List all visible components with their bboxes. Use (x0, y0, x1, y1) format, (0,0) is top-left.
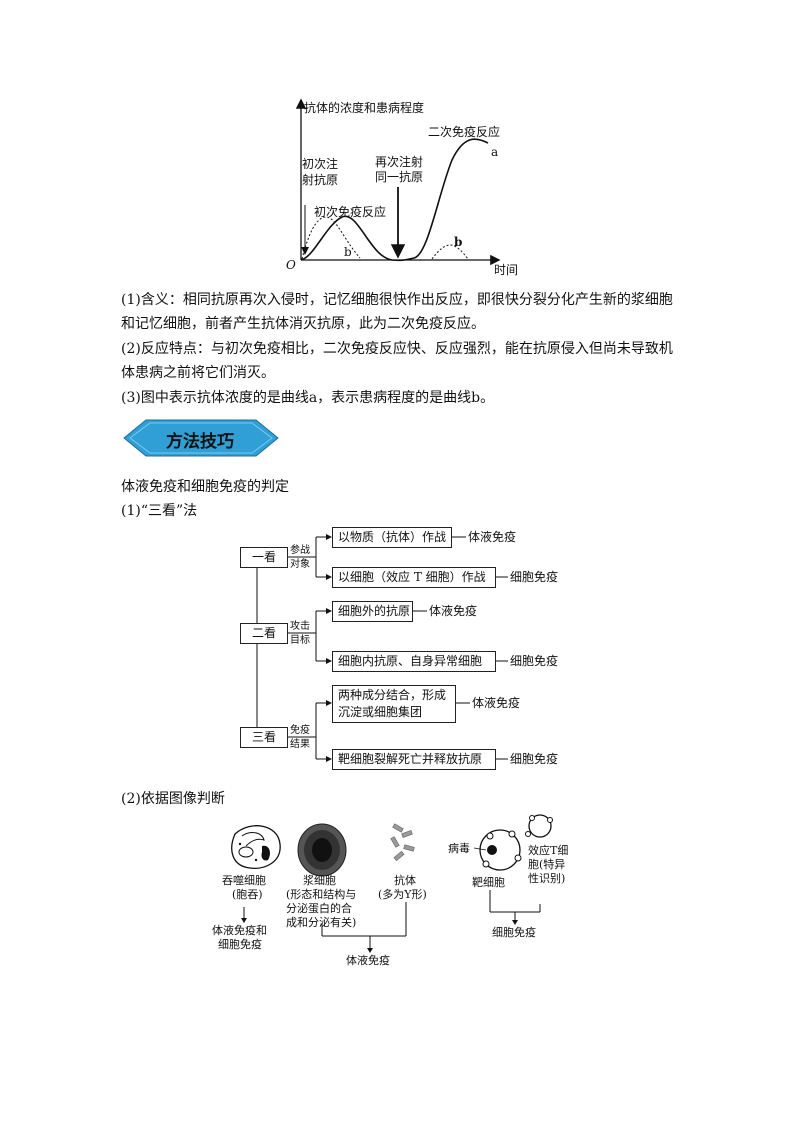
branch-3-result: 体液免疫 (429, 604, 478, 618)
branch-2-result: 细胞免疫 (510, 570, 559, 584)
immune-response-graph: 抗体的浓度和患病程度 时间 O 初次注 射抗原 再次注射 同一抗原 初次免疫反应… (280, 95, 540, 280)
graph-svg (295, 98, 501, 266)
cell-images-svg (231, 814, 553, 953)
phagocyte-result-1: 体液免疫和 (212, 924, 267, 937)
effector-t-label-3: 性识别) (528, 872, 566, 885)
branch-4-result: 细胞免疫 (510, 654, 559, 668)
phagocyte-label-2: (胞吞) (232, 888, 263, 901)
paragraph-1-line-1: (1)含义：相同抗原再次入侵时，记忆细胞很快作出反应，即很快分裂分化产生新的浆细… (121, 292, 673, 308)
three-look-heading: (1)“三看”法 (121, 503, 198, 519)
plasma-cell-label-1: 浆细胞 (303, 874, 336, 887)
look-2-key-1: 攻击 (290, 621, 310, 632)
primary-response-label: 初次免疫反应 (314, 205, 387, 219)
method-tips-banner: 方法技巧 (122, 418, 280, 458)
humoral-immunity-result: 体液免疫 (346, 954, 390, 967)
effector-t-label-1: 效应T细 (528, 844, 569, 857)
second-injection-label-1: 再次注射 (375, 155, 424, 169)
phagocyte-result-2: 细胞免疫 (218, 938, 262, 951)
target-cell-icon (479, 829, 522, 871)
look-3-key-1: 免疫 (290, 725, 310, 736)
look-2-key-2: 目标 (290, 635, 310, 646)
section-title: 体液免疫和细胞免疫的判定 (121, 479, 289, 495)
paragraph-3: (3)图中表示抗体浓度的是曲线a，表示患病程度的是曲线b。 (121, 390, 495, 406)
branch-5-box: 两种成分结合，形成 沉淀或细胞集团 (332, 685, 456, 723)
look-1-key-1: 参战 (290, 545, 310, 556)
plasma-cell-label-2: (形态和结构与 (286, 888, 357, 901)
branch-6-result: 细胞免疫 (510, 752, 559, 766)
antibody-icon (390, 823, 415, 862)
branch-3-box: 细胞外的抗原 (332, 601, 413, 622)
virus-label: 病毒 (448, 842, 470, 855)
paragraph-1-line-2: 和记忆细胞，前者产生抗体消灭抗原，此为二次免疫反应。 (121, 316, 485, 332)
cellular-immunity-result: 细胞免疫 (492, 926, 536, 939)
x-axis-label: 时间 (494, 263, 519, 277)
branch-5-result: 体液免疫 (472, 696, 521, 710)
branch-5-line-1: 两种成分结合，形成 (338, 688, 447, 702)
tree-lines (256, 534, 508, 762)
banner-title: 方法技巧 (166, 432, 234, 452)
image-judgement-heading: (2)依据图像判断 (121, 791, 225, 807)
secondary-response-label: 二次免疫反应 (428, 125, 501, 139)
effector-t-label-2: 胞(特异 (528, 858, 566, 871)
paragraph-2-line-1: (2)反应特点：与初次免疫相比，二次免疫反应快、反应强烈，能在抗原侵入但尚未导致… (121, 341, 673, 357)
branch-1-result: 体液免疫 (468, 530, 517, 544)
curve-b-primary (301, 216, 361, 260)
curve-b-secondary (431, 244, 469, 260)
target-cell-label: 靶细胞 (472, 876, 505, 889)
branch-1-box: 以物质（抗体）作战 (332, 527, 452, 548)
curve-b1-label: b (344, 245, 352, 259)
look-1-box: 一看 (240, 547, 288, 568)
first-injection-label-1: 初次注 (302, 157, 339, 171)
three-look-diagram: 一看 二看 三看 参战 对象 攻击 目标 免疫 结果 以物质（抗体）作战 体液免… (230, 522, 590, 772)
curve-a (300, 138, 489, 262)
plasma-cell-label-4: 成和分泌有关) (286, 916, 357, 929)
paragraph-2-line-2: 体患病之前将它们消灭。 (121, 365, 275, 381)
effector-t-cell-icon (525, 814, 553, 838)
origin-label: O (286, 258, 296, 272)
branch-6-box: 靶细胞裂解死亡并释放抗原 (332, 749, 496, 770)
cell-images-diagram: 吞噬细胞 (胞吞) 体液免疫和 细胞免疫 浆细胞 (形态和结构与 分泌蛋白的合 … (210, 812, 610, 977)
look-1-key-2: 对象 (290, 559, 310, 570)
y-axis-label: 抗体的浓度和患病程度 (304, 101, 425, 115)
branch-4-box: 细胞内抗原、自身异常细胞 (332, 651, 496, 672)
branch-2-box: 以细胞（效应 T 细胞）作战 (332, 567, 496, 588)
second-injection-label-2: 同一抗原 (375, 170, 424, 184)
curve-a-label: a (491, 145, 499, 159)
first-injection-label-2: 射抗原 (302, 173, 339, 187)
look-3-key-2: 结果 (290, 739, 310, 750)
plasma-cell-icon (297, 823, 347, 877)
phagocyte-icon (231, 825, 281, 869)
banner-shape (123, 419, 279, 457)
plasma-cell-label-3: 分泌蛋白的合 (286, 902, 352, 915)
branch-5-line-2: 沉淀或细胞集团 (338, 705, 423, 719)
look-3-box: 三看 (240, 727, 288, 748)
antibody-label-2: (多为Y形) (378, 888, 427, 901)
antibody-label-1: 抗体 (394, 874, 416, 887)
phagocyte-label-1: 吞噬细胞 (222, 874, 266, 887)
look-2-box: 二看 (240, 623, 288, 644)
curve-b2-label: b (454, 235, 463, 249)
